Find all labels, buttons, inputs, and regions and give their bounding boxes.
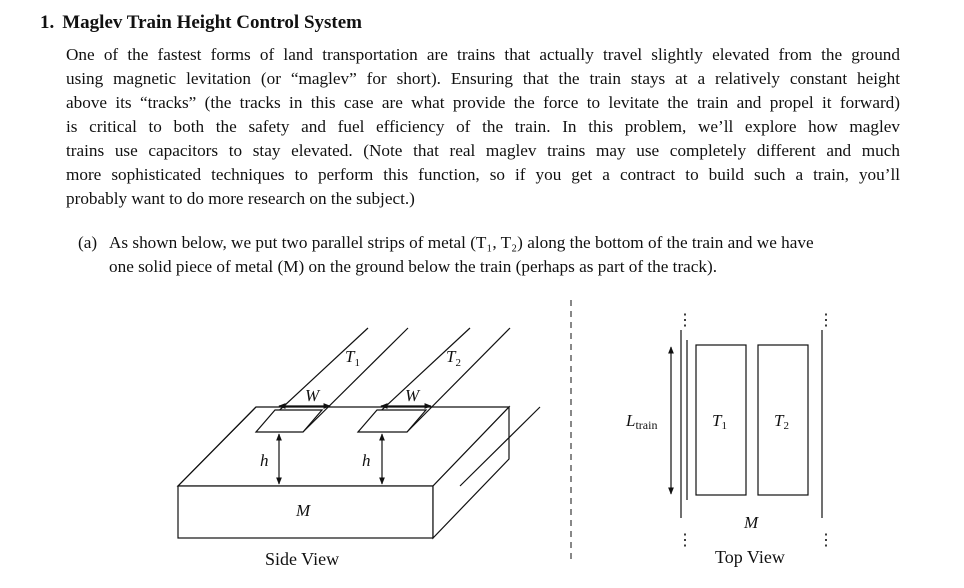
top-view-labels: ⋮ ⋮ ⋮ ⋮ Ltrain T1 T2 M — [625, 312, 834, 549]
side-view — [176, 327, 541, 540]
intro-line: trains use capacitors to stay elevated. … — [66, 141, 900, 160]
problem-number: 1. — [40, 12, 55, 33]
side-view-caption: Side View — [265, 549, 339, 569]
intro-line: above its “tracks” (the tracks in this c… — [66, 93, 900, 112]
strip-edge — [302, 327, 409, 433]
strip-label-t2: T2 — [446, 347, 461, 369]
strip-edge — [406, 327, 511, 433]
strip-t2-end — [356, 409, 428, 433]
top-view — [668, 330, 823, 518]
strip-label-t1: T1 — [345, 347, 360, 369]
intro-line: probably want to do more research on the… — [66, 189, 415, 208]
strip-t1-end — [254, 409, 324, 433]
problem-title: Maglev Train Height Control System — [62, 12, 363, 33]
top-strip-t1 — [695, 344, 747, 496]
side-view-labels: T1 T2 W W h h M — [260, 347, 461, 520]
strip-edge — [177, 406, 257, 487]
intro-line: is critical to both the safety and fuel … — [66, 117, 900, 136]
continuation-dots: ⋮ — [818, 532, 834, 549]
strip-edge — [459, 406, 541, 487]
part-a-line: As shown below, we put two parallel stri… — [109, 233, 814, 252]
top-ground-label: M — [743, 513, 759, 532]
problem-intro: One of the fastest forms of land transpo… — [66, 43, 900, 211]
width-label: W — [305, 386, 321, 405]
top-view-caption: Top View — [715, 547, 785, 567]
intro-line: using magnetic levitation (or “maglev” f… — [66, 69, 900, 88]
width-label: W — [405, 386, 421, 405]
ground-block-side — [432, 405, 510, 540]
continuation-dots: ⋮ — [818, 312, 834, 329]
continuation-dots: ⋮ — [677, 312, 693, 329]
intro-line: more sophisticated techniques to perform… — [66, 165, 900, 184]
ground-block-front — [177, 485, 434, 539]
intro-line: One of the fastest forms of land transpo… — [66, 45, 900, 64]
problem-heading: 1. Maglev Train Height Control System — [40, 12, 362, 34]
continuation-dots: ⋮ — [677, 532, 693, 549]
height-label: h — [362, 451, 371, 470]
part-a-label: (a) — [78, 233, 98, 252]
height-label: h — [260, 451, 269, 470]
part-a-line: one solid piece of metal (M) on the grou… — [109, 257, 718, 276]
top-strip-label-t2: T2 — [774, 411, 789, 432]
ground-label: M — [295, 501, 311, 520]
length-label: Ltrain — [625, 411, 657, 432]
top-strip-t2 — [757, 344, 809, 496]
top-strip-label-t1: T1 — [712, 411, 727, 432]
